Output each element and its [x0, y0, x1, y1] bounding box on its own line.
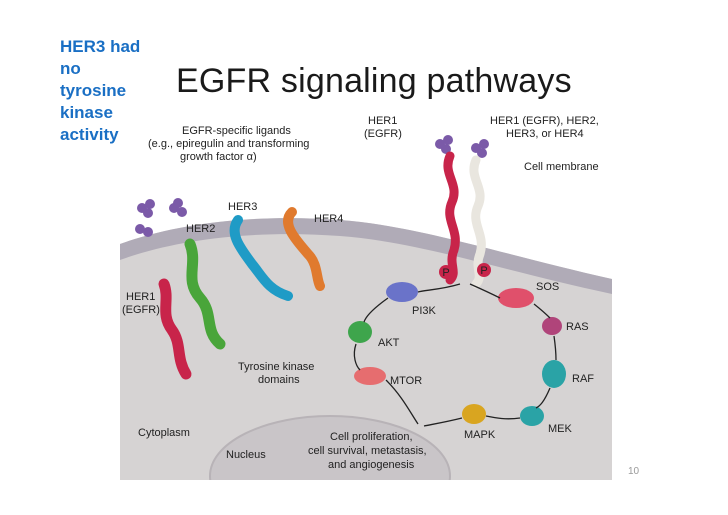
outcome-label: Cell proliferation,	[330, 431, 413, 443]
egfr-diagram: P P EGFR-specific	[120, 104, 612, 480]
her1-receptor-left	[158, 278, 192, 380]
sos-node	[498, 288, 534, 308]
side-note-line: HER3 had	[60, 37, 141, 56]
ligands-label: EGFR-specific ligands	[182, 125, 291, 137]
ras-label: RAS	[566, 321, 589, 333]
her4-receptor	[283, 207, 325, 291]
ligand-cluster	[135, 135, 489, 237]
partner-label: HER3, or HER4	[506, 128, 584, 140]
mapk-node	[462, 404, 486, 424]
nucleus-label: Nucleus	[226, 449, 266, 461]
phospho-label: P	[442, 267, 449, 279]
outcome-label: and angiogenesis	[328, 459, 415, 471]
akt-label: AKT	[378, 337, 400, 349]
slide-title: EGFR signaling pathways	[176, 62, 572, 100]
cell-membrane	[120, 218, 612, 294]
ras-node	[542, 317, 562, 335]
phospho-site	[439, 265, 453, 279]
side-note-line: tyrosine	[60, 81, 127, 100]
her1-top-label: (EGFR)	[364, 128, 402, 140]
her1-left-label: (EGFR)	[122, 304, 160, 316]
cell-membrane-label: Cell membrane	[524, 161, 599, 173]
her3-label: HER3	[228, 201, 257, 213]
page-number: 10	[628, 466, 640, 477]
her1-top-label: HER1	[368, 115, 397, 127]
mek-label: MEK	[548, 423, 573, 435]
pi3k-label: PI3K	[412, 305, 437, 317]
mapk-label: MAPK	[464, 429, 496, 441]
phospho-label: P	[480, 265, 487, 277]
nucleus	[209, 415, 451, 480]
side-note-line: kinase	[60, 103, 113, 122]
side-note-line: activity	[60, 125, 119, 144]
outcome-label: cell survival, metastasis,	[308, 445, 427, 457]
her2-receptor	[184, 238, 226, 350]
tk-domains-label: Tyrosine kinase	[238, 361, 314, 373]
raf-label: RAF	[572, 373, 594, 385]
partner-label: HER1 (EGFR), HER2,	[490, 115, 599, 127]
mtor-node	[354, 367, 386, 385]
phospho-site	[477, 263, 491, 277]
cytoplasm-region	[120, 218, 612, 480]
ligands-label: (e.g., epiregulin and transforming	[148, 138, 309, 150]
her1-receptor-top	[443, 151, 460, 285]
ligands-label: growth factor α)	[180, 151, 257, 163]
diagram-svg: P P EGFR-specific	[120, 115, 612, 480]
mtor-label: MTOR	[390, 375, 422, 387]
tk-domains-label: domains	[258, 374, 300, 386]
mek-node	[520, 406, 544, 426]
akt-node	[348, 321, 372, 343]
her3-receptor	[229, 215, 293, 301]
signal-arrows	[353, 283, 557, 427]
raf-node	[542, 360, 566, 388]
side-note: HER3 had no tyrosine kinase activity	[60, 36, 170, 146]
pi3k-node	[386, 282, 418, 302]
side-note-line: no	[60, 59, 81, 78]
her4-label: HER4	[314, 213, 343, 225]
her1-left-label: HER1	[126, 291, 155, 303]
her2-label: HER2	[186, 223, 215, 235]
sos-label: SOS	[536, 281, 559, 293]
cytoplasm-label: Cytoplasm	[138, 427, 190, 439]
